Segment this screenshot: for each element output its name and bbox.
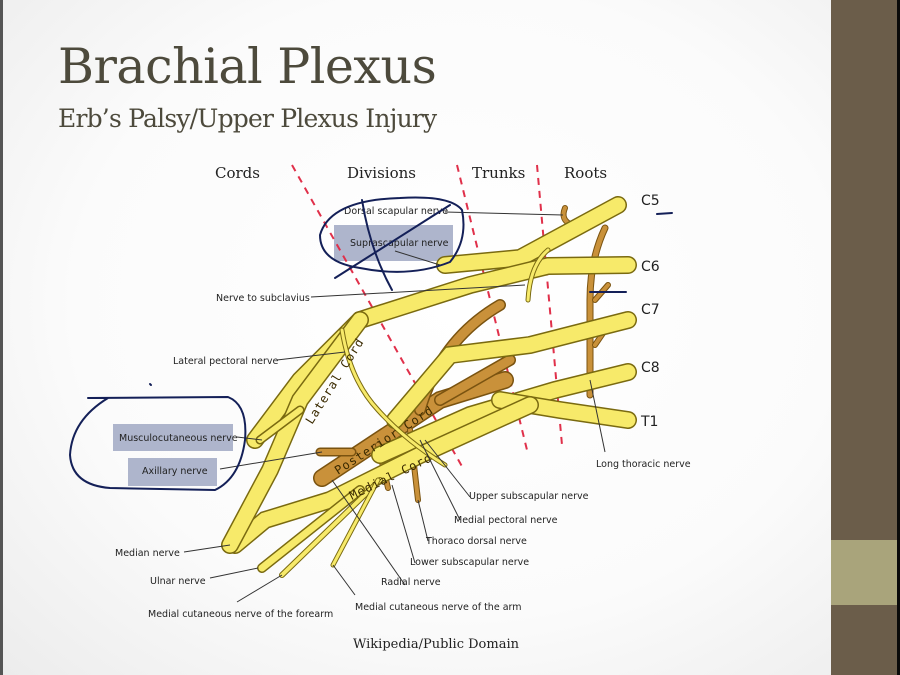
label-musculocutaneous: Musculocutaneous nerve <box>119 433 238 444</box>
decorative-sidebar <box>831 0 897 675</box>
ink-dot <box>149 383 152 386</box>
image-credit: Wikipedia/Public Domain <box>353 637 520 652</box>
label-medial-cutaneous-arm: Medial cutaneous nerve of the arm <box>355 602 522 613</box>
ink-annotations <box>69 196 673 491</box>
label-lateral-pectoral: Lateral pectoral nerve <box>173 356 278 367</box>
label-suprascapular: Suprascapular nerve <box>350 238 449 249</box>
root-c8: C8 <box>641 360 660 376</box>
label-long-thoracic: Long thoracic nerve <box>596 459 691 470</box>
label-ulnar: Ulnar nerve <box>150 576 206 587</box>
header-cords: Cords <box>215 164 260 182</box>
ink-circle-musc-axillary <box>69 396 247 491</box>
label-lower-subscapular: Lower subscapular nerve <box>410 557 529 568</box>
sidebar-accent-stripe <box>831 540 897 605</box>
header-trunks: Trunks <box>472 164 525 182</box>
slide-subtitle: Erb’s Palsy/Upper Plexus Injury <box>58 104 437 133</box>
yellow-nerves-group <box>221 196 637 578</box>
slide-canvas: Brachial Plexus Erb’s Palsy/Upper Plexus… <box>3 0 831 675</box>
header-roots: Roots <box>564 164 607 182</box>
ink-strike-vertical <box>361 199 393 291</box>
ink-circle-suprascapular <box>319 196 465 273</box>
brachial-plexus-diagram: Cords Divisions Trunks Roots <box>69 164 691 652</box>
label-medial-pectoral: Medial pectoral nerve <box>454 515 558 526</box>
label-median: Median nerve <box>115 548 180 559</box>
ink-strike-suprascapular <box>334 204 451 279</box>
label-radial: Radial nerve <box>381 577 441 588</box>
highlight-box-suprascapular <box>334 225 453 261</box>
root-c5: C5 <box>641 193 660 209</box>
root-c6: C6 <box>641 259 660 275</box>
label-thoraco-dorsal: Thoraco dorsal nerve <box>425 536 527 547</box>
left-border <box>0 0 3 675</box>
right-border <box>897 0 900 675</box>
slide-title: Brachial Plexus <box>58 38 437 95</box>
root-t1: T1 <box>640 414 658 430</box>
label-dorsal-scapular: Dorsal scapular nerve <box>344 206 448 217</box>
header-divisions: Divisions <box>347 164 416 182</box>
highlight-box-axillary <box>128 458 217 486</box>
label-axillary: Axillary nerve <box>142 466 208 477</box>
highlight-box-musculocutaneous <box>113 424 233 451</box>
label-medial-cutaneous-forearm: Medial cutaneous nerve of the forearm <box>148 609 333 620</box>
root-c7: C7 <box>641 302 660 318</box>
ink-underline-c5 <box>656 212 673 215</box>
label-upper-subscapular: Upper subscapular nerve <box>469 491 589 502</box>
label-subclavius: Nerve to subclavius <box>216 293 310 304</box>
